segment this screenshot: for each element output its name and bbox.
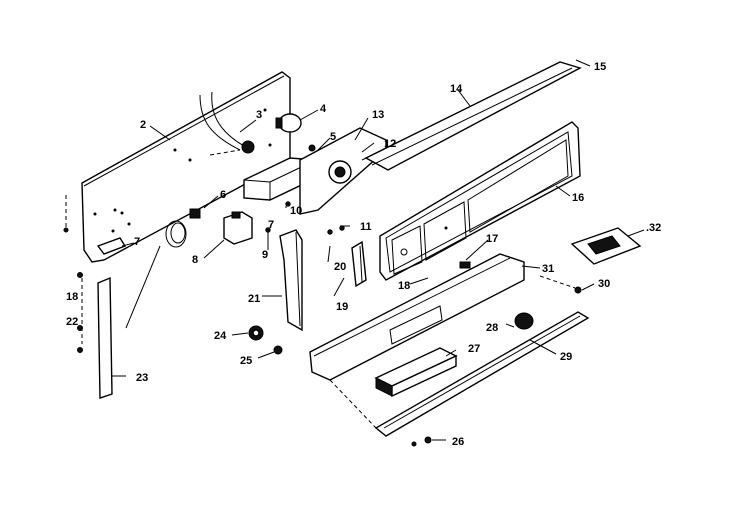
label-part-19: 19 [336, 301, 348, 313]
part-12-clock-panel [299, 127, 397, 215]
part-8-switch [223, 211, 253, 245]
part-23-strip [77, 272, 113, 399]
part-31-rail [309, 253, 525, 381]
label-part-28: 28 [486, 322, 498, 334]
label-part-3: 3 [256, 109, 262, 121]
part-25-nut [273, 345, 283, 355]
part-26-screw [411, 436, 432, 447]
part-2-back-panel [81, 71, 291, 263]
part-30-screw [539, 275, 582, 294]
part-4-knob [275, 113, 302, 133]
label-part-18-right: 18 [398, 280, 410, 292]
part-3-thermostat-tube [199, 91, 255, 156]
part-28-knob [514, 312, 534, 330]
label-part-5: 5 [330, 131, 336, 143]
leader-lines [112, 59, 645, 441]
label-part-25: 25 [240, 355, 252, 367]
label-part-13: 13 [372, 109, 384, 121]
part-9-screw [265, 201, 291, 250]
label-part-26: 26 [452, 436, 464, 448]
label-part-22: 22 [66, 316, 78, 328]
label-part-7-left: 7 [134, 236, 140, 248]
label-part-32: .32 [646, 222, 661, 234]
label-part-21: 21 [248, 293, 260, 305]
part-6-wire-coil [125, 208, 201, 329]
label-part-31: 31 [542, 263, 554, 275]
label-part-27: 27 [468, 343, 480, 355]
label-part-11: 11 [360, 221, 372, 233]
part-32-label-plate [570, 227, 642, 265]
part-16-glass-panel [379, 121, 581, 281]
part-14-trim-strip [364, 61, 582, 171]
label-part-12: 12 [384, 138, 396, 150]
label-part-7-right: 7 [268, 219, 274, 231]
label-part-15: 15 [594, 61, 606, 73]
label-part-9: 9 [262, 249, 268, 261]
label-part-4: 4 [320, 103, 327, 115]
label-part-17: 17 [486, 233, 498, 245]
label-part-8: 8 [192, 254, 198, 266]
label-part-6: 6 [220, 189, 226, 201]
label-part-24: 24 [214, 330, 227, 342]
label-part-30: 30 [598, 278, 610, 290]
part-7-clip [63, 195, 127, 255]
part-21-side-panel [279, 229, 303, 332]
label-part-18-left: 18 [66, 291, 78, 303]
label-part-20: 20 [334, 261, 346, 273]
label-part-23: 23 [136, 372, 148, 384]
part-27-trim-block [374, 347, 458, 398]
label-part-2: 2 [140, 119, 146, 131]
label-part-10: 10 [290, 205, 302, 217]
label-part-14: 14 [450, 83, 463, 95]
callout-labels: 2 3 4 5 6 7 7 8 9 10 11 12 13 14 15 16 1… [66, 61, 661, 448]
part-19-bracket [327, 225, 367, 288]
part-24-knob [248, 325, 264, 341]
label-part-29: 29 [560, 351, 572, 363]
label-part-16: 16 [572, 192, 584, 204]
